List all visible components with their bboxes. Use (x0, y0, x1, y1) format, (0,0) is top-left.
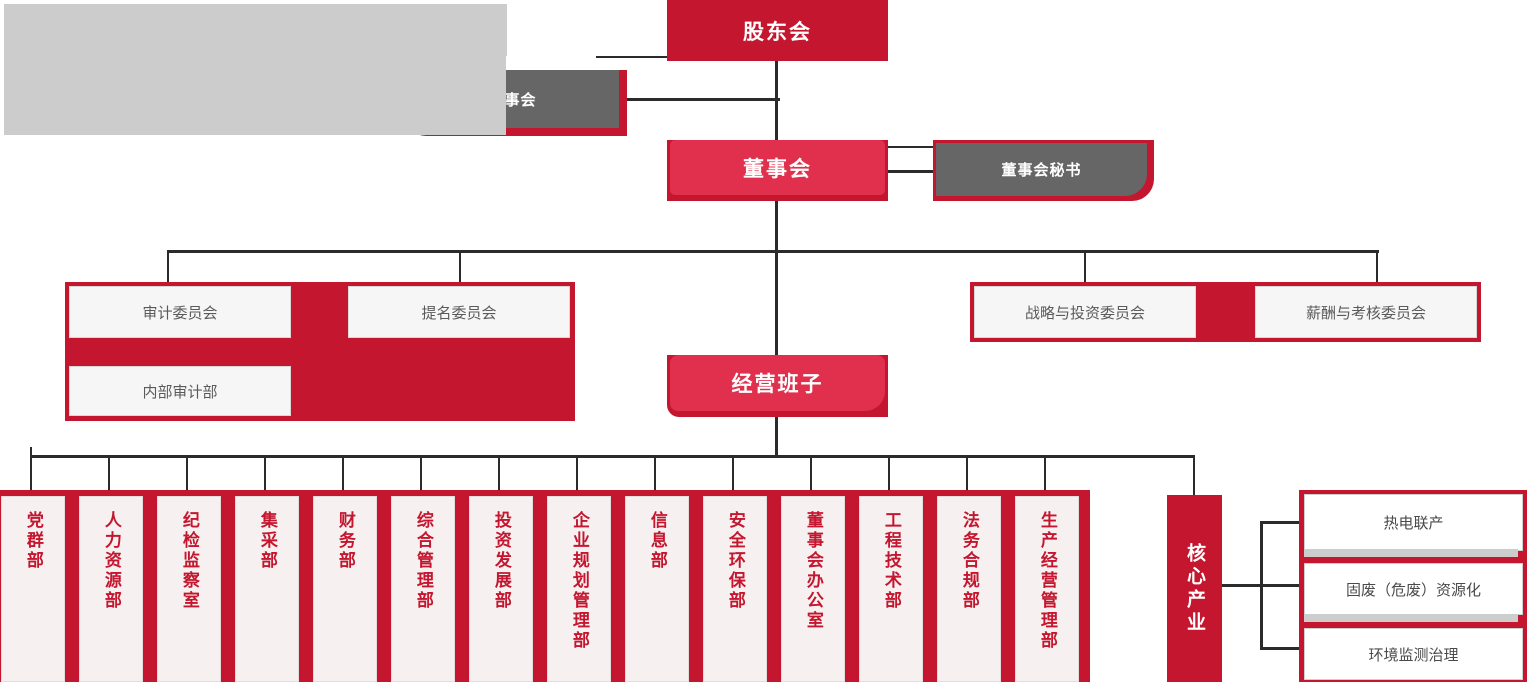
connector-board-down (775, 200, 778, 252)
connector-drop-core (1193, 455, 1195, 497)
node-internal-audit-label: 内部审计部 (142, 383, 218, 401)
node-nomination-committee-label: 提名委员会 (421, 304, 497, 322)
node-department-1[interactable]: 人力资源部 (79, 496, 143, 682)
node-management-label: 经营班子 (731, 373, 824, 396)
node-department-9-label: 安全环保部 (725, 511, 745, 611)
node-department-5[interactable]: 综合管理部 (391, 496, 455, 682)
node-department-7[interactable]: 企业规划管理部 (547, 496, 611, 682)
node-department-4-label: 财务部 (335, 511, 355, 571)
connector-supervisory (620, 98, 780, 101)
node-department-12-label: 法务合规部 (959, 511, 979, 611)
node-department-8-label: 信息部 (647, 511, 667, 571)
connector-drop-dept-2 (186, 455, 188, 491)
node-strategy-committee[interactable]: 战略与投资委员会 (974, 286, 1196, 338)
industry-separator-1 (1304, 614, 1518, 622)
node-department-1-label: 人力资源部 (101, 511, 121, 611)
connector-management-down (775, 415, 778, 457)
node-department-11[interactable]: 工程技术部 (859, 496, 923, 682)
node-department-8[interactable]: 信息部 (625, 496, 689, 682)
node-nomination-committee[interactable]: 提名委员会 (348, 286, 570, 338)
connector-drop-dept-7 (576, 455, 578, 491)
connector-drop-salary (1376, 250, 1378, 286)
connector-core-industry-2 (1260, 647, 1302, 650)
node-department-0[interactable]: 党群部 (1, 496, 65, 682)
node-board-face: 董事会 (670, 140, 885, 195)
node-audit-committee-label: 审计委员会 (142, 304, 218, 322)
node-department-13-label: 生产经营管理部 (1037, 511, 1057, 651)
connector-drop-dept-9 (732, 455, 734, 491)
node-department-9[interactable]: 安全环保部 (703, 496, 767, 682)
node-department-10-label: 董事会办公室 (803, 511, 823, 631)
node-department-10[interactable]: 董事会办公室 (781, 496, 845, 682)
node-internal-audit[interactable]: 内部审计部 (69, 366, 291, 416)
node-board-secretary-face: 董事会秘书 (936, 143, 1147, 196)
node-department-2-label: 纪检监察室 (179, 511, 199, 611)
node-core-industry[interactable]: 核心产业 (1167, 495, 1222, 682)
node-industry-2[interactable]: 环境监测治理 (1304, 628, 1523, 680)
node-department-3[interactable]: 集采部 (235, 496, 299, 682)
connector-board-secretary (884, 170, 939, 173)
connector-trunk-management (775, 250, 778, 357)
node-audit-committee[interactable]: 审计委员会 (69, 286, 291, 338)
node-salary-committee[interactable]: 薪酬与考核委员会 (1255, 286, 1477, 338)
node-department-6[interactable]: 投资发展部 (469, 496, 533, 682)
connector-drop-dept-3 (264, 455, 266, 491)
node-department-5-label: 综合管理部 (413, 511, 433, 611)
node-department-7-label: 企业规划管理部 (569, 511, 589, 651)
node-management[interactable]: 经营班子 (667, 355, 888, 417)
node-strategy-committee-label: 战略与投资委员会 (1024, 304, 1145, 322)
committee-group-right-fill (4, 4, 507, 56)
connector-committee-bus (167, 250, 1379, 253)
connector-drop-dept-10 (810, 455, 812, 491)
node-industry-0[interactable]: 热电联产 (1304, 494, 1523, 551)
node-shareholders[interactable]: 股东会 (667, 0, 888, 61)
node-salary-committee-label: 薪酬与考核委员会 (1305, 304, 1426, 322)
connector-drop-dept-11 (888, 455, 890, 491)
node-management-face: 经营班子 (670, 355, 885, 411)
node-industry-1-label: 固废（危废）资源化 (1345, 581, 1481, 599)
node-board-label: 董事会 (743, 157, 812, 181)
connector-shareholders-left-stub (596, 56, 676, 58)
node-department-3-label: 集采部 (257, 511, 277, 571)
connector-core-industry-1 (1260, 584, 1302, 587)
node-department-2[interactable]: 纪检监察室 (157, 496, 221, 682)
node-department-4[interactable]: 财务部 (313, 496, 377, 682)
connector-department-bus (30, 455, 1195, 458)
node-department-13[interactable]: 生产经营管理部 (1015, 496, 1079, 682)
node-core-industry-label: 核心产业 (1184, 542, 1205, 635)
connector-drop-dept-0 (30, 447, 32, 491)
connector-drop-audit (167, 250, 169, 286)
node-department-0-label: 党群部 (23, 511, 43, 571)
node-industry-2-label: 环境监测治理 (1368, 646, 1459, 664)
connector-drop-dept-6 (498, 455, 500, 491)
node-board[interactable]: 董事会 (667, 140, 888, 201)
node-department-12[interactable]: 法务合规部 (937, 496, 1001, 682)
node-industry-0-label: 热电联产 (1383, 515, 1444, 532)
connector-core-stem (1222, 584, 1284, 587)
connector-drop-dept-8 (654, 455, 656, 491)
connector-drop-dept-13 (1044, 455, 1046, 491)
connector-drop-dept-4 (342, 455, 344, 491)
node-board-secretary-label: 董事会秘书 (1001, 162, 1082, 179)
node-board-secretary[interactable]: 董事会秘书 (933, 140, 1154, 201)
node-department-11-label: 工程技术部 (881, 511, 901, 611)
connector-drop-dept-12 (966, 455, 968, 491)
connector-core-industry-0 (1260, 521, 1302, 524)
connector-drop-strategy (1084, 250, 1086, 286)
connector-drop-dept-5 (420, 455, 422, 491)
connector-drop-nomination (459, 250, 461, 286)
connector-board-secretary-top (884, 146, 939, 148)
node-industry-1[interactable]: 固废（危废）资源化 (1304, 563, 1523, 615)
node-shareholders-label: 股东会 (743, 20, 812, 44)
industry-separator-0 (1304, 549, 1518, 557)
connector-drop-dept-1 (108, 455, 110, 491)
connector-shareholders-board (775, 55, 778, 150)
node-department-6-label: 投资发展部 (491, 511, 511, 611)
